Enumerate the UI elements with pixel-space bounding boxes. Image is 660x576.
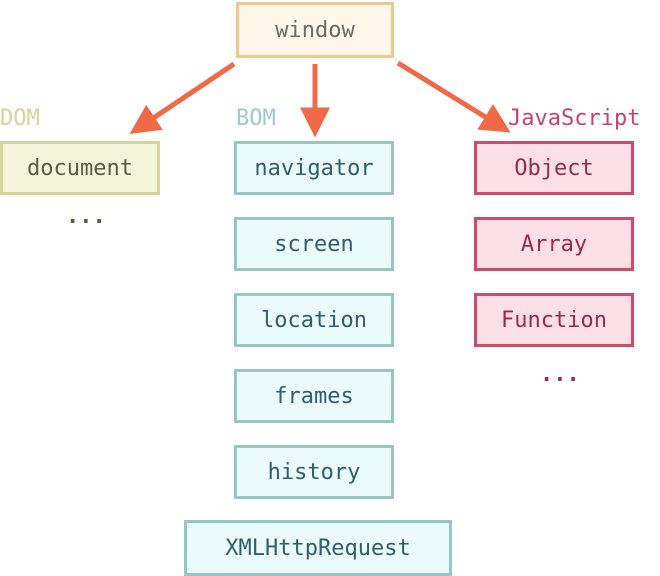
dom-group-label: DOM xyxy=(0,106,40,131)
javascript-more-ellipsis: ... xyxy=(540,362,580,387)
navigator-node: navigator xyxy=(234,141,394,195)
array-node: Array xyxy=(474,217,634,271)
arrow-to-javascript xyxy=(396,60,511,133)
dom-more-ellipsis: ... xyxy=(66,204,106,229)
window-node: window xyxy=(236,2,394,58)
location-node: location xyxy=(234,293,394,347)
frames-node: frames xyxy=(234,369,394,423)
screen-node: screen xyxy=(234,217,394,271)
bom-group-label: BOM xyxy=(236,106,276,131)
history-node: history xyxy=(234,445,394,499)
arrow-to-dom xyxy=(129,61,236,134)
document-node: document xyxy=(0,141,160,195)
object-node: Object xyxy=(474,141,634,195)
javascript-group-label: JavaScript xyxy=(508,106,641,131)
xmlhttprequest-node: XMLHttpRequest xyxy=(184,520,452,576)
function-node: Function xyxy=(474,293,634,347)
